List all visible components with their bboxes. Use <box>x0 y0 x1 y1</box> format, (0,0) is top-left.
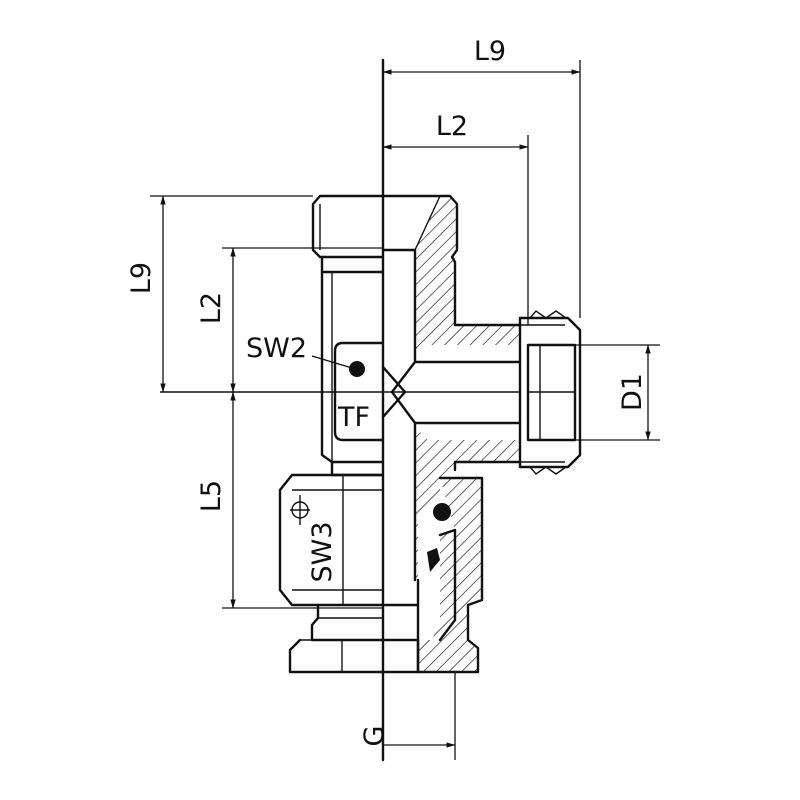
nut-section-outline <box>416 476 484 674</box>
nut-section-hatch <box>418 478 482 672</box>
d1-label: D1 <box>617 373 648 411</box>
lower-neck-exterior <box>330 460 385 477</box>
exterior-half <box>278 194 385 674</box>
o-ring <box>433 503 451 521</box>
top-neck-exterior <box>320 255 385 274</box>
l9-left-label: L9 <box>126 262 157 294</box>
tf-marking: TF <box>337 402 370 433</box>
sw2-dot <box>349 361 365 377</box>
top-bore-cone <box>414 195 441 251</box>
cutting-edge <box>427 548 440 572</box>
bottom-hex-exterior <box>288 638 385 674</box>
sw2-label: SW2 <box>246 333 307 364</box>
l2-left-label: L2 <box>196 292 227 324</box>
l2-top-label: L2 <box>436 111 468 142</box>
sw3-label: SW3 <box>307 521 338 582</box>
top-bore-chamfer <box>383 196 440 250</box>
branch-thread-end <box>518 310 582 475</box>
sw3-nut-exterior <box>278 473 385 607</box>
l5-label: L5 <box>196 480 227 512</box>
cutting-ring-outline <box>381 578 420 674</box>
top-stud-section-outline <box>381 194 459 327</box>
sw2-leader <box>311 355 353 369</box>
hex-body-exterior <box>320 270 385 464</box>
g-label: G <box>359 726 390 747</box>
l9-top-label: L9 <box>474 36 506 67</box>
top-thread-exterior <box>311 194 385 259</box>
vertical-bore <box>383 250 415 580</box>
branch-outline-bottom <box>453 460 522 472</box>
section-half <box>381 194 582 674</box>
body-section-hatch <box>383 196 520 580</box>
lower-stem-exterior <box>310 603 385 642</box>
ring-taper <box>438 528 457 642</box>
